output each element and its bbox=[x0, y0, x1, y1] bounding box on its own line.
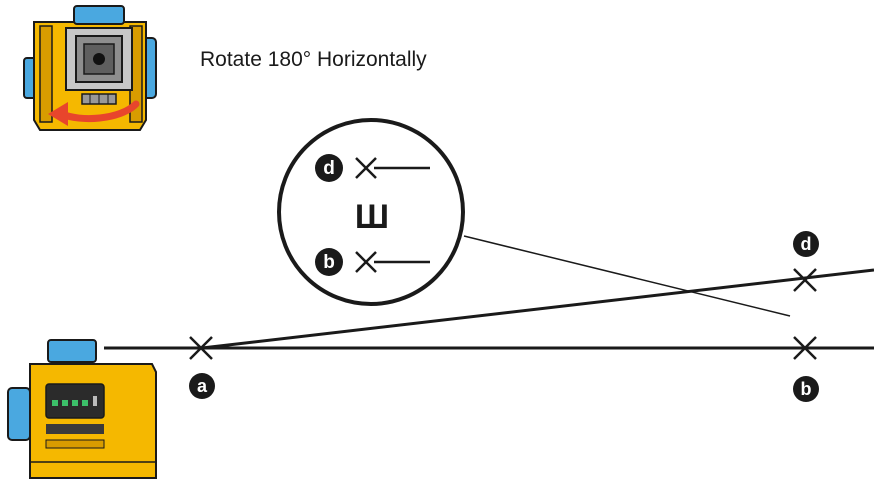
zoom-callout: d Ш b bbox=[277, 118, 465, 306]
badge-a-label: a bbox=[197, 376, 208, 396]
laser-level-side-view-icon bbox=[7, 339, 157, 479]
badge-b: b bbox=[793, 376, 819, 402]
badge-a: a bbox=[189, 373, 215, 399]
zoom-upper-label: d bbox=[323, 158, 335, 179]
laser-level-top-view-icon bbox=[23, 5, 157, 131]
rotate-instruction: Rotate 180° Horizontally bbox=[200, 48, 427, 71]
badge-d: d bbox=[793, 231, 819, 257]
zoom-lower-label: b bbox=[323, 252, 335, 273]
badge-d-label: d bbox=[801, 234, 812, 254]
mark-a-cross bbox=[189, 336, 213, 360]
zoom-symbol: Ш bbox=[355, 198, 389, 236]
badge-b-label: b bbox=[801, 379, 812, 399]
rotate-arrow-icon bbox=[48, 100, 140, 126]
mark-d-cross bbox=[793, 268, 817, 292]
mark-b-cross bbox=[793, 336, 817, 360]
angled-laser-line bbox=[201, 268, 874, 350]
zoom-leader-line bbox=[463, 235, 791, 317]
